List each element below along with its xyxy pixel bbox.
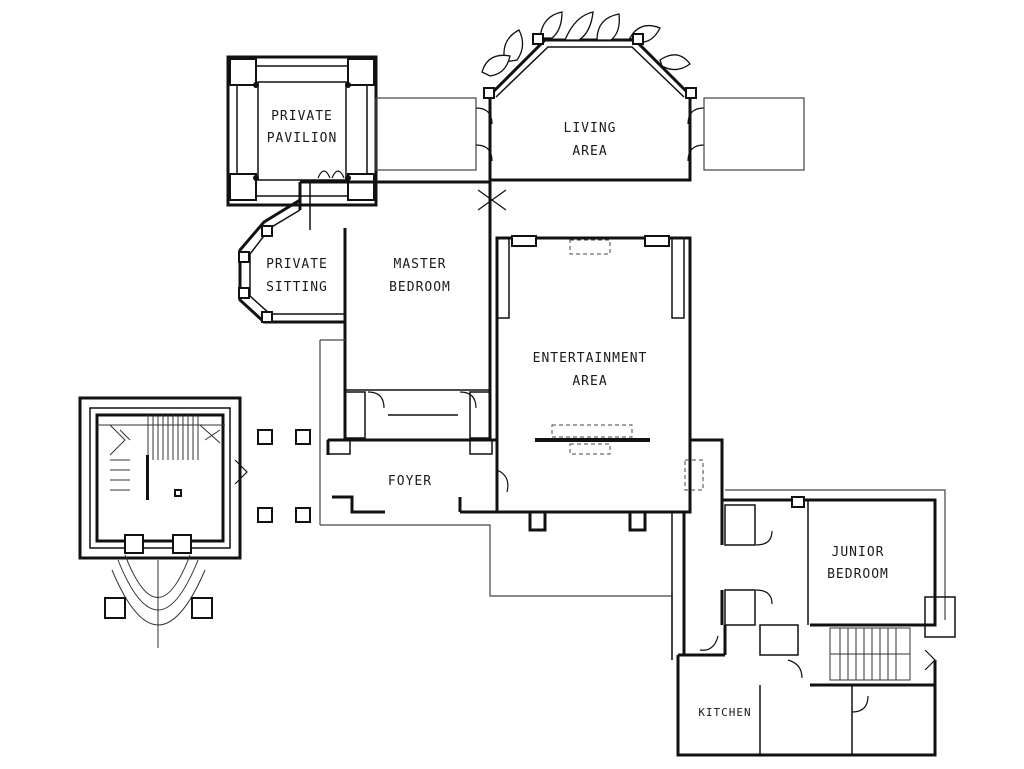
master-bedroom <box>298 180 492 525</box>
room-label-kitchen: KITCHEN <box>698 706 751 719</box>
living-area <box>475 11 805 211</box>
junior-bedroom <box>720 489 956 638</box>
room-label-private-pavilion-1: PRIVATE <box>271 109 333 124</box>
private-pavilion <box>226 55 477 207</box>
room-label-private-sitting-1: PRIVATE <box>266 257 328 272</box>
room-label-living-1: LIVING <box>564 121 617 136</box>
private-sitting <box>238 198 347 324</box>
room-label-junior-bedroom-2: BEDROOM <box>827 567 889 582</box>
room-label-living-2: AREA <box>572 144 607 159</box>
room-label-master-bedroom-2: BEDROOM <box>389 280 451 295</box>
foyer <box>320 438 673 660</box>
entertainment-area <box>495 235 704 532</box>
kitchen <box>676 624 937 757</box>
room-label-foyer: FOYER <box>388 474 432 489</box>
porch-piers <box>257 429 311 523</box>
room-label-entertainment-1: ENTERTAINMENT <box>533 351 648 366</box>
room-label-private-pavilion-2: PAVILION <box>267 131 338 146</box>
side-hall <box>671 438 724 660</box>
room-label-master-bedroom-1: MASTER <box>394 257 447 272</box>
room-label-private-sitting-2: SITTING <box>266 280 328 295</box>
stair-tower <box>78 396 248 648</box>
room-label-entertainment-2: AREA <box>572 374 607 389</box>
room-label-junior-bedroom-1: JUNIOR <box>832 545 885 560</box>
